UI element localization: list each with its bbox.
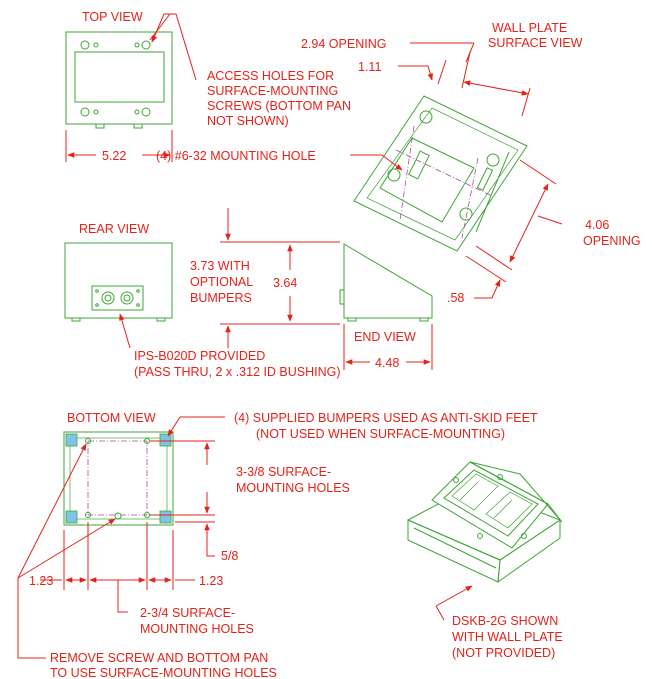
rear-view-drawing: [64, 242, 173, 322]
top-view-title: TOP VIEW: [82, 10, 143, 24]
opening-406-label-1: 4.06: [585, 218, 609, 232]
opening-406-label-2: OPENING: [583, 234, 641, 248]
dim-111-dimension: [398, 59, 447, 85]
holes-horizontal-note-1: 2-3/4 SURFACE-: [140, 606, 235, 620]
top-view-drawing: [65, 31, 173, 129]
bottom-view-drawing: [63, 431, 174, 526]
end-view-drawing: [339, 243, 433, 322]
height-373-label-1: 3.73 WITH: [190, 259, 250, 273]
access-holes-note-3: SCREWS (BOTTOM PAN: [207, 99, 351, 113]
height-373-label-3: BUMPERS: [190, 291, 252, 305]
access-holes-note-4: NOT SHOWN): [207, 114, 289, 128]
mounting-hole-note: (4) #6-32 MOUNTING HOLE: [156, 149, 316, 163]
top-width-value: 5.22: [102, 149, 126, 163]
dim-111-label: 1.11: [358, 60, 381, 74]
dskb-note-2: WITH WALL PLATE: [452, 630, 563, 644]
end-width-value: 4.48: [375, 356, 399, 370]
holes-horizontal-note-2: MOUNTING HOLES: [140, 622, 254, 636]
end-width-dimension: [343, 324, 433, 370]
bumpers-note-2: (NOT USED WHEN SURFACE-MOUNTING): [256, 427, 505, 441]
access-holes-note-1: ACCESS HOLES FOR: [207, 69, 334, 83]
holes-vertical-note-2: MOUNTING HOLES: [236, 481, 350, 495]
access-holes-note-2: SURFACE-MOUNTING: [207, 84, 338, 98]
dim-123-left-label: 1.23: [29, 574, 53, 588]
top-width-dimension: [65, 130, 173, 162]
holes-vertical-dimension: [150, 440, 215, 557]
height-373-label-2: OPTIONAL: [190, 275, 253, 289]
remove-screw-leader: [17, 443, 116, 659]
dim-58-label: 5/8: [221, 549, 238, 563]
dskb-note-3: (NOT PROVIDED): [452, 646, 555, 660]
wall-plate-title-2: SURFACE VIEW: [488, 36, 583, 50]
dskb-leader: [435, 585, 473, 621]
wall-plate-title-1: WALL PLATE: [492, 21, 567, 35]
end-view-title: END VIEW: [354, 330, 416, 344]
height-364-label: 3.64: [273, 276, 297, 290]
remove-screw-note-2: TO USE SURFACE-MOUNTING HOLES: [50, 666, 277, 679]
ips-leader: [119, 313, 131, 349]
holes-vertical-note-1: 3-3/8 SURFACE-: [236, 465, 331, 479]
bottom-view-title: BOTTOM VIEW: [67, 411, 156, 425]
ips-note-1: IPS-B020D PROVIDED: [134, 349, 265, 363]
opening-406-dimension: [475, 159, 563, 271]
dim-123-right-label: 1.23: [199, 574, 223, 588]
bottom-horizontal-dimensions: [40, 522, 195, 613]
dskb-note-1: DSKB-2G SHOWN: [452, 614, 558, 628]
dskb-isometric-drawing: [406, 461, 563, 584]
dim-058-dimension: [465, 255, 507, 299]
remove-screw-note-1: REMOVE SCREW AND BOTTOM PAN: [50, 651, 268, 665]
wall-plate-view-drawing: [353, 95, 528, 252]
access-holes-leader: [149, 13, 197, 81]
rear-view-title: REAR VIEW: [79, 222, 149, 236]
dim-058-label: .58: [447, 291, 464, 305]
bumpers-leader: [167, 416, 225, 437]
bumpers-note-1: (4) SUPPLIED BUMPERS USED AS ANTI-SKID F…: [234, 411, 538, 425]
height-dimensions: [220, 208, 340, 348]
opening-294-label: 2.94 OPENING: [301, 37, 386, 51]
mounting-hole-leader: [350, 154, 403, 171]
ips-note-2: (PASS THRU, 2 x .312 ID BUSHING): [134, 365, 341, 379]
opening-294-dimension: [410, 42, 531, 117]
